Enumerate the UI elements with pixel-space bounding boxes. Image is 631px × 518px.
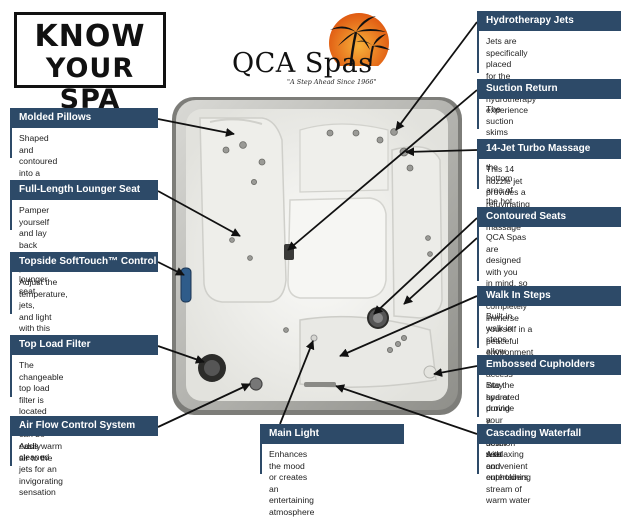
callout-title: Full-Length Lounger Seat bbox=[10, 180, 158, 200]
callout-title: Molded Pillows bbox=[10, 108, 158, 128]
brand-tagline: "A Step Ahead Since 1966" bbox=[287, 78, 377, 86]
callout-title: Walk In Steps bbox=[477, 286, 621, 306]
callout-title: Embossed Cupholders bbox=[477, 355, 621, 375]
cupholder-icon bbox=[423, 365, 437, 379]
callout-title: Top Load Filter bbox=[10, 335, 158, 355]
spa-diagram: KNOW YOUR SPA QCA Spas "A Step Ahead Sin… bbox=[10, 11, 621, 517]
back-seat-shape bbox=[299, 123, 389, 193]
callout-title: Cascading Waterfall bbox=[477, 424, 621, 444]
callout-desc: QCA Spas are designed with you in mind, … bbox=[486, 232, 534, 357]
palm-sunset-logo-icon bbox=[328, 13, 390, 74]
title-line-1: KNOW bbox=[34, 19, 146, 54]
connector-lines bbox=[157, 21, 478, 435]
callout-title: Hydrotherapy Jets bbox=[477, 11, 621, 31]
brand-logo-text: QCA Spas bbox=[232, 48, 373, 79]
waterfall-icon bbox=[304, 382, 336, 387]
callout-title: 14-Jet Turbo Massage bbox=[477, 139, 621, 159]
callout-title: Contoured Seats bbox=[477, 207, 621, 227]
contoured-seat-shape bbox=[391, 145, 443, 319]
callout-desc: Adds warm air to the jets for an invigor… bbox=[19, 441, 63, 497]
hot-tub-illustration bbox=[157, 21, 478, 435]
callout-title: Main Light bbox=[260, 424, 404, 444]
main-light-icon bbox=[310, 334, 318, 342]
topside-control-icon bbox=[180, 267, 192, 303]
walk-in-steps-shape bbox=[299, 315, 437, 388]
callout-title: Air Flow Control System bbox=[10, 416, 158, 436]
air-control-icon bbox=[249, 377, 263, 391]
callout-desc: A relaxing and entertaining stream of wa… bbox=[486, 449, 531, 505]
callout-title: Suction Return bbox=[477, 79, 621, 99]
footwell-shape bbox=[287, 197, 387, 299]
callout-title: Topside SoftTouch™ Control bbox=[10, 252, 158, 272]
